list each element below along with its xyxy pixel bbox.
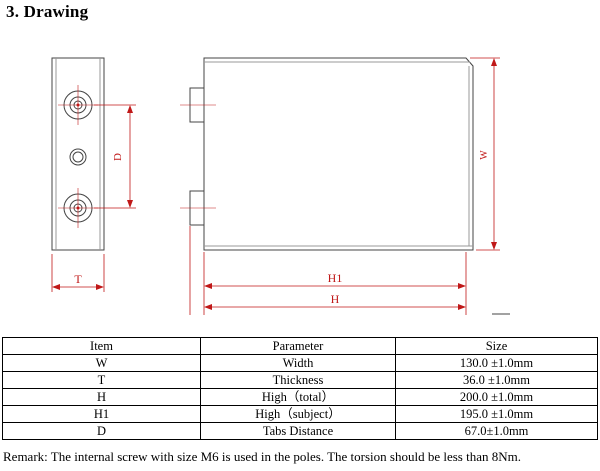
remark-text: Remark: The internal screw with size M6 … [3, 449, 521, 464]
header-size: Size [395, 337, 598, 355]
table-row: H High（total） 200.0 ±1.0mm [2, 388, 598, 406]
side-view [51, 57, 105, 251]
table-row: H1 High（subject） 195.0 ±1.0mm [2, 405, 598, 423]
dimension-h [189, 226, 466, 315]
cell-parameter: High（total） [200, 388, 396, 406]
top-tab-icon [180, 87, 216, 123]
battery-technical-drawing: D T W [51, 57, 510, 315]
side-view-body [51, 57, 105, 251]
cell-size: 195.0 ±1.0mm [395, 405, 598, 423]
dimension-t [51, 254, 105, 292]
cell-size: 67.0±1.0mm [395, 422, 598, 440]
table-row: W Width 130.0 ±1.0mm [2, 354, 598, 372]
table-row: D Tabs Distance 67.0±1.0mm [2, 422, 598, 440]
cell-item: T [2, 371, 201, 389]
vent-icon [69, 148, 87, 166]
bottom-tab-icon [180, 190, 216, 226]
cell-size: 130.0 ±1.0mm [395, 354, 598, 372]
dimension-h-label: H [331, 292, 340, 306]
section-heading: 3. Drawing [6, 2, 89, 21]
dimension-h1 [203, 252, 467, 315]
cell-item: H1 [2, 405, 201, 423]
cell-size: 200.0 ±1.0mm [395, 388, 598, 406]
dimension-t-label: T [74, 272, 82, 286]
cell-parameter: High（subject） [200, 405, 396, 423]
dimension-w-label: W [479, 150, 490, 160]
specification-table: Item Parameter Size W Width 130.0 ±1.0mm… [2, 337, 598, 440]
cell-parameter: Tabs Distance [200, 422, 396, 440]
cell-parameter: Width [200, 354, 396, 372]
table-row: T Thickness 36.0 ±1.0mm [2, 371, 598, 389]
front-view-body [203, 57, 474, 251]
dimension-d-label: D [112, 153, 124, 161]
table-header-row: Item Parameter Size [2, 337, 598, 355]
dimension-h1-label: H1 [328, 271, 343, 285]
cell-item: D [2, 422, 201, 440]
cell-size: 36.0 ±1.0mm [395, 371, 598, 389]
cell-parameter: Thickness [200, 371, 396, 389]
header-parameter: Parameter [200, 337, 396, 355]
top-terminal-icon [58, 85, 98, 125]
dimension-d [94, 104, 136, 209]
cell-item: H [2, 388, 201, 406]
header-item: Item [2, 337, 201, 355]
front-view [180, 57, 474, 251]
cell-item: W [2, 354, 201, 372]
bottom-terminal-icon [58, 188, 98, 228]
dimension-w [470, 57, 500, 251]
